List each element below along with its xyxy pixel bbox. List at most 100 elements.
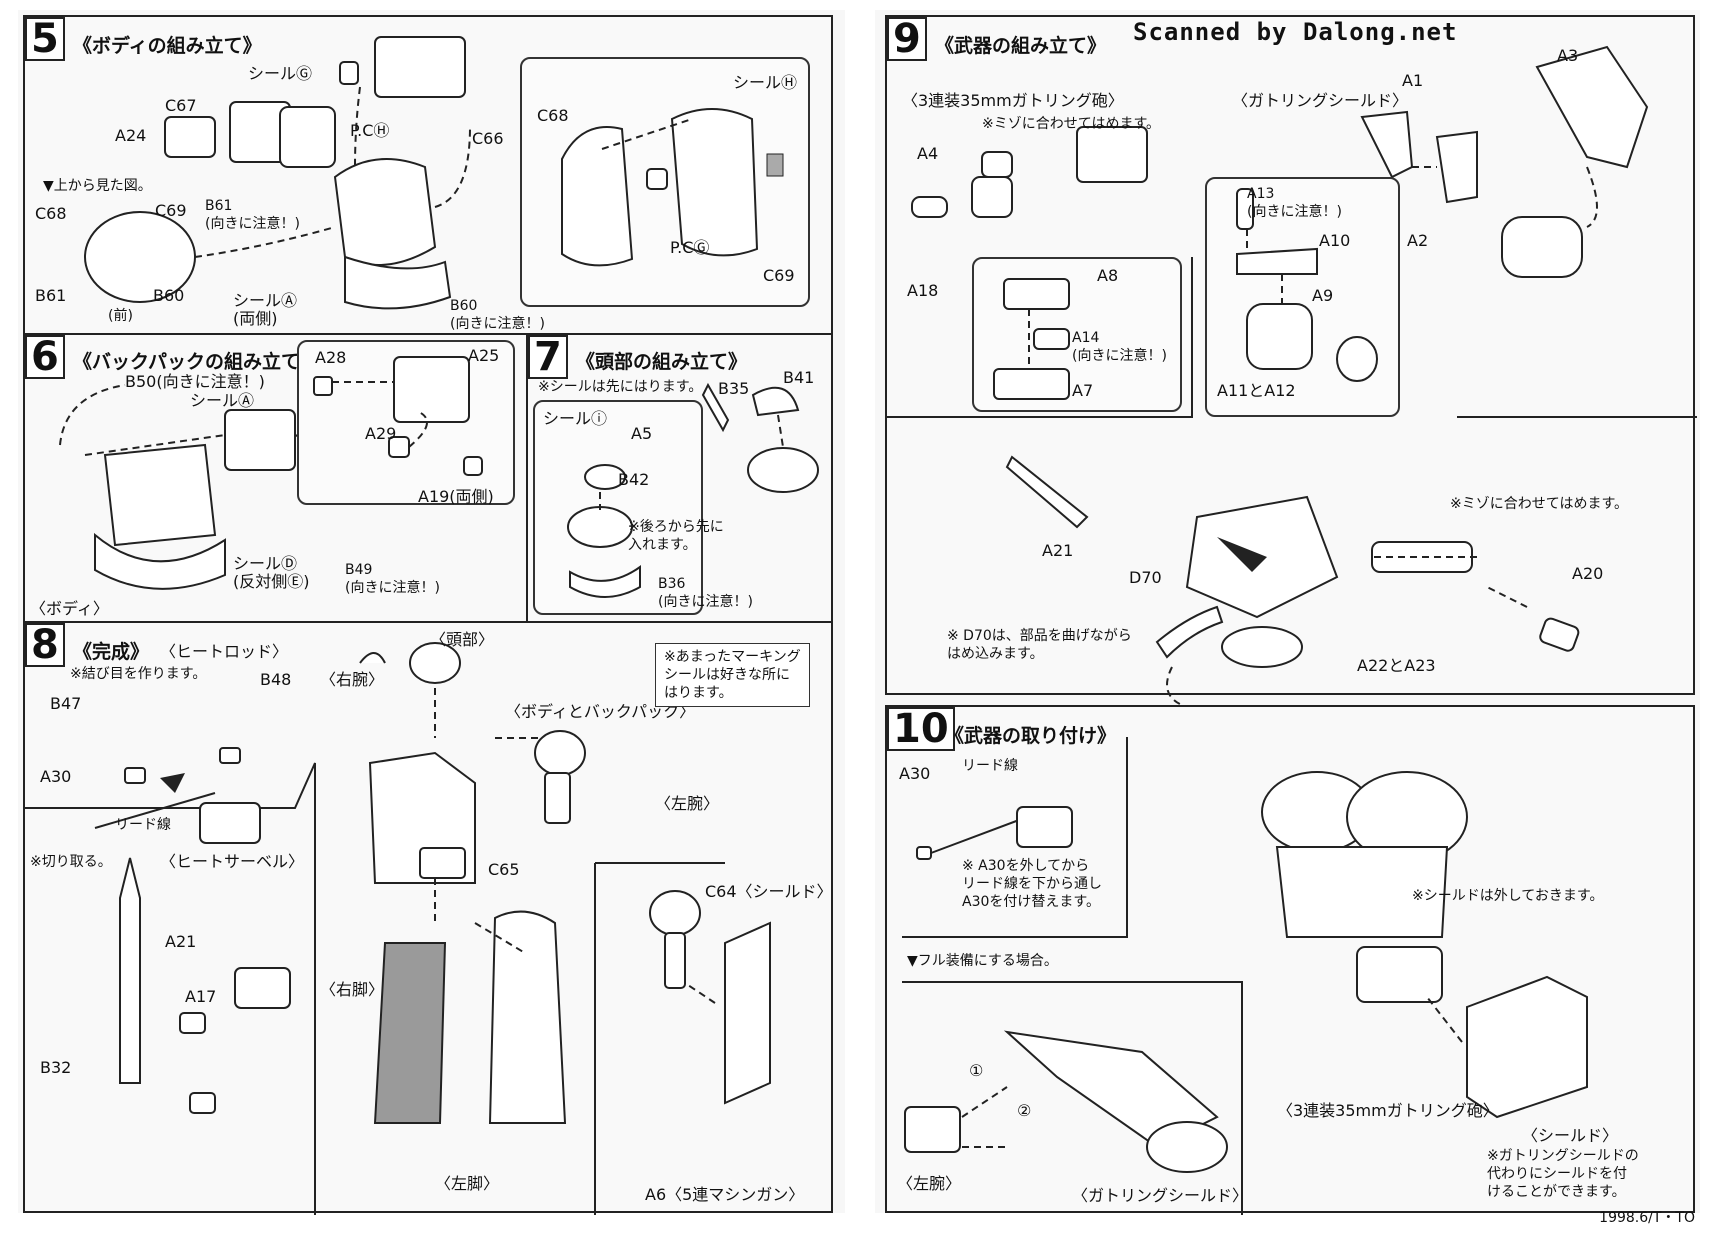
- final-assembly-illustration: [25, 642, 771, 1215]
- body-exploded-illustration: [84, 36, 471, 310]
- label-seal-g: シールⒼ: [248, 64, 313, 83]
- label-seal-a-both: シールⒶ (両側): [233, 291, 298, 328]
- label-seal-h: シールⒽ: [733, 73, 798, 92]
- label-b49: B49 (向きに注意！): [345, 562, 440, 596]
- note-swap-a30: ※ A30を外してから リード線を下から通し A30を付け替えます。: [962, 858, 1102, 910]
- label-b41: B41: [783, 368, 815, 387]
- gatling-detail-illustration: [993, 278, 1070, 400]
- label-b48: B48: [260, 670, 292, 689]
- label-a22-a23: A22とA23: [1357, 656, 1436, 675]
- label-full-equip: ▼フル装備にする場合。: [907, 953, 1058, 969]
- note-knot: ※結び目を作ります。: [70, 666, 207, 682]
- step-number: 9: [887, 17, 927, 61]
- label-b60-note: B60 (向きに注意！): [450, 298, 545, 332]
- label-seal-i: シールⓘ: [543, 409, 608, 428]
- label-c66: C66: [472, 129, 504, 148]
- scan-credit: Scanned by Dalong.net: [1133, 18, 1458, 46]
- step-6-detail-box: [297, 340, 515, 505]
- note-rear-first: ※後ろから先に 入れます。: [628, 519, 724, 553]
- label-a30: A30: [899, 764, 931, 783]
- label-seal-a: シールⒶ: [190, 391, 255, 410]
- left-page: 5 《ボディの組み立て》 シールⒼ C67: [18, 10, 845, 1215]
- label-gatling-cannon: 〈3連装35mmガトリング砲〉: [1277, 1101, 1499, 1120]
- label-lead-wire: リード線: [115, 817, 171, 833]
- label-a3: A3: [1557, 46, 1579, 65]
- label-left-arm: 〈左腕〉: [655, 794, 720, 813]
- right-page: 9 《武器の組み立て》: [875, 10, 1700, 1215]
- step-5-detail-box: [520, 57, 810, 307]
- step-title: 《バックパックの組み立て》: [73, 351, 320, 373]
- step-title: 《完成》: [73, 641, 150, 663]
- step-number: 7: [528, 335, 568, 379]
- label-c65: C65: [488, 860, 520, 879]
- step-6-panel: 6 《バックパックの組み立て》 B50(向きに注意！) シールⒶ A28 A25…: [23, 333, 528, 623]
- step-7-detail-box: [533, 400, 703, 615]
- label-detail-c69: C69: [763, 266, 795, 285]
- label-body-backpack: 〈ボディとバックパック〉: [505, 702, 696, 721]
- head-assembly-illustration: [701, 382, 819, 493]
- label-a13: A13 (向きに注意！): [1247, 186, 1342, 220]
- label-lead-wire: リード線: [962, 758, 1018, 774]
- label-pc-h: P.CⒽ: [350, 121, 390, 140]
- label-a14: A14 (向きに注意！): [1072, 330, 1167, 364]
- label-a11-a12: A11とA12: [1217, 381, 1296, 400]
- weapon-assembly-illustration: [887, 45, 1697, 708]
- label-a18: A18: [907, 281, 939, 300]
- note-marking: ※あまったマーキング シールは好きな所に はります。: [655, 643, 810, 707]
- label-gatling-shield: 〈ガトリングシールド〉: [1072, 1186, 1249, 1205]
- step-title: 《武器の組み立て》: [935, 35, 1107, 57]
- label-c69: C69: [155, 201, 187, 220]
- label-shield: 〈シールド〉: [1522, 1126, 1619, 1145]
- label-heat-saber: 〈ヒートサーベル〉: [160, 852, 305, 871]
- label-front: (前): [108, 308, 133, 324]
- step-title: 《頭部の組み立て》: [576, 351, 748, 373]
- label-a24: A24: [115, 126, 147, 145]
- step-8-panel: 8 《完成》: [23, 621, 833, 1215]
- label-a29: A29: [365, 424, 397, 443]
- label-b32: B32: [40, 1058, 72, 1077]
- label-b60: B60: [153, 286, 185, 305]
- note-d70-bend: ※ D70は、部品を曲げながら はめ込みます。: [947, 628, 1132, 662]
- shield-detail-illustration: [1236, 188, 1378, 382]
- label-a21: A21: [1042, 541, 1074, 560]
- label-a30: A30: [40, 767, 72, 786]
- label-d70: D70: [1129, 568, 1162, 587]
- step-number: 10: [887, 707, 955, 751]
- head-detail-illustration: [567, 464, 641, 598]
- label-a21: A21: [165, 932, 197, 951]
- label-c64-shield: C64〈シールド〉: [705, 882, 833, 901]
- label-c67: C67: [165, 96, 197, 115]
- label-detail-c68: C68: [537, 106, 569, 125]
- note-shield-alternative: ※ガトリングシールドの 代わりにシールドを付 けることができます。: [1487, 1148, 1639, 1200]
- backpack-detail-illustration: [313, 356, 483, 476]
- step-5-panel: 5 《ボディの組み立て》 シールⒼ C67: [23, 15, 833, 335]
- footer-code: 1998.6/T・TO: [1599, 1210, 1695, 1226]
- label-b61-note: B61 (向きに注意！): [205, 198, 300, 232]
- step-number: 6: [25, 335, 65, 379]
- note-groove-2: ※ミゾに合わせてはめます。: [1450, 496, 1629, 512]
- label-body: 〈ボディ〉: [30, 599, 109, 618]
- step-9-shield-detail-box: [1205, 177, 1400, 417]
- label-left-leg: 〈左脚〉: [435, 1174, 500, 1193]
- label-a9: A9: [1312, 286, 1334, 305]
- note-cut: ※切り取る。: [30, 854, 112, 870]
- label-b35: B35: [718, 379, 750, 398]
- label-a5: A5: [631, 424, 653, 443]
- backpack-illustration: [59, 384, 326, 590]
- label-a1: A1: [1402, 71, 1424, 90]
- label-a25: A25: [468, 346, 500, 365]
- label-a4: A4: [917, 144, 939, 163]
- step-10-panel: 10 《武器の取り付け》 A30 リード線 ※ A30を外してから リード線を下…: [885, 705, 1695, 1215]
- label-a19: A19(両側): [418, 487, 494, 506]
- label-a2: A2: [1407, 231, 1429, 250]
- label-gatling-shield: 〈ガトリングシールド〉: [1232, 91, 1409, 110]
- label-head: 〈頭部〉: [430, 630, 495, 649]
- label-b42: B42: [618, 470, 650, 489]
- note-groove: ※ミゾに合わせてはめます。: [982, 116, 1161, 132]
- label-b36: B36 (向きに注意！): [658, 576, 753, 610]
- label-b50: B50(向きに注意！): [125, 372, 265, 391]
- label-step-1: ①: [969, 1061, 984, 1080]
- label-pc-g: P.CⒼ: [670, 238, 710, 257]
- label-seal-d: シールⒹ (反対側Ⓔ): [233, 554, 310, 591]
- label-b47: B47: [50, 694, 82, 713]
